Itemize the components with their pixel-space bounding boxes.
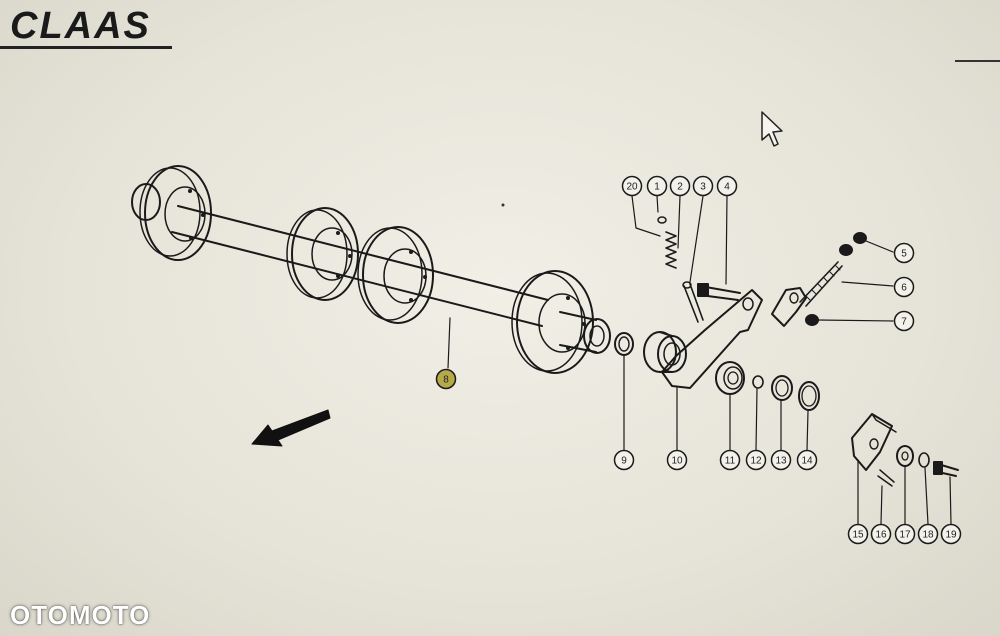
callout-circle	[770, 449, 792, 471]
speck	[501, 203, 505, 207]
callout-18: 18	[917, 523, 939, 545]
callout-7: 7	[893, 310, 915, 332]
callout-label: 10	[671, 456, 683, 467]
callout-label: 2	[677, 182, 683, 193]
callout-circle	[613, 449, 635, 471]
callout-circle	[666, 449, 688, 471]
callout-circle	[894, 523, 916, 545]
callout-11: 11	[719, 449, 741, 471]
callout-circle	[621, 175, 643, 197]
claas-logo: CLAAS	[10, 5, 151, 47]
mouse-cursor-icon	[761, 111, 783, 147]
callout-circle	[796, 449, 818, 471]
adjuster-bracket	[771, 232, 894, 327]
callout-label: 9	[621, 456, 627, 467]
callout-circle	[745, 449, 767, 471]
callout-20: 20	[621, 175, 643, 197]
callout-label: 1	[654, 182, 660, 193]
shaft-stub-end	[559, 311, 611, 354]
callout-label: 18	[922, 530, 934, 541]
callout-circle	[716, 175, 738, 197]
callout-label: 5	[901, 249, 907, 260]
callout-label: 6	[901, 283, 907, 294]
bearing-11	[715, 361, 745, 451]
callout-9: 9	[613, 449, 635, 471]
claas-logo-text: CLAAS	[10, 5, 151, 47]
ring-13	[771, 375, 793, 451]
callout-label: 3	[700, 182, 706, 193]
callout-1: 1	[646, 175, 668, 197]
corner-rule	[955, 60, 1000, 62]
ring-14	[798, 381, 820, 451]
callout-10: 10	[666, 449, 688, 471]
callout-circle	[692, 175, 714, 197]
roller-shaft	[131, 165, 611, 374]
flange-2	[286, 207, 359, 301]
callout-circle	[669, 175, 691, 197]
shaft-tube	[171, 205, 549, 327]
callout-5: 5	[893, 242, 915, 264]
direction-arrow-icon	[251, 409, 331, 447]
callout-14: 14	[796, 449, 818, 471]
ring-9	[614, 332, 634, 451]
callout-circle	[893, 310, 915, 332]
header-rule	[0, 46, 172, 49]
callout-13: 13	[770, 449, 792, 471]
callout-label: 11	[725, 456, 736, 467]
callout-circle	[646, 175, 668, 197]
callout-circle	[917, 523, 939, 545]
callout-4: 4	[716, 175, 738, 197]
callout-16: 16	[870, 523, 892, 545]
callout-label: 4	[724, 182, 730, 193]
callout-circle	[893, 242, 915, 264]
callout-label: 13	[775, 456, 787, 467]
callout-circle	[435, 368, 457, 390]
flange-4	[511, 270, 594, 374]
otomoto-watermark: OTOMOTO	[10, 600, 151, 630]
callout-circle	[719, 449, 741, 471]
callout-circle	[940, 523, 962, 545]
flange-1	[139, 165, 212, 261]
callout-19: 19	[940, 523, 962, 545]
lower-bracket-group	[851, 413, 959, 525]
callout-label: 19	[945, 530, 957, 541]
flange-3	[357, 226, 434, 324]
callout-6: 6	[893, 276, 915, 298]
callout-label: 17	[899, 530, 911, 541]
callout-label: 16	[875, 530, 887, 541]
callout-circle	[870, 523, 892, 545]
callout-2: 2	[669, 175, 691, 197]
tensioner-assembly	[631, 195, 763, 451]
callout-3: 3	[692, 175, 714, 197]
callout-12: 12	[745, 449, 767, 471]
callout-15: 15	[847, 523, 869, 545]
callout-label: 12	[750, 456, 762, 467]
callout-8: 8	[435, 368, 457, 390]
callout-label: 7	[901, 317, 907, 328]
callout-circle	[893, 276, 915, 298]
callout-label: 14	[801, 456, 813, 467]
callout-label: 20	[626, 182, 638, 193]
leader-8	[447, 317, 451, 369]
callout-circle	[847, 523, 869, 545]
callout-17: 17	[894, 523, 916, 545]
ring-12	[752, 375, 764, 451]
callout-label: 8	[443, 375, 449, 386]
callout-label: 15	[852, 530, 864, 541]
